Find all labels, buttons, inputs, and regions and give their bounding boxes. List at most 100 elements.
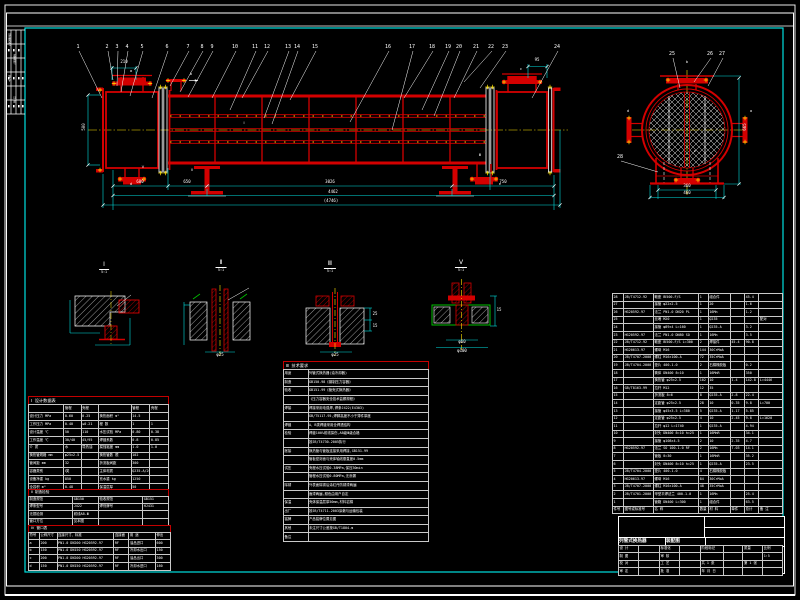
table-cell: 导热油 xyxy=(80,443,99,453)
table-cell: 符号 xyxy=(28,531,40,541)
table-cell xyxy=(729,361,746,370)
table-cell xyxy=(307,532,429,543)
table-cell: 2 xyxy=(698,361,709,370)
table-cell xyxy=(729,323,746,332)
table-cell: 第 1 张 xyxy=(742,559,764,569)
table-cell: JB/T4704-2000 xyxy=(623,361,654,370)
table-cell xyxy=(729,353,746,363)
detail-view-3 xyxy=(305,288,372,356)
table-cell xyxy=(729,368,746,378)
table-cell: GB151-99《管壳式换热器》 xyxy=(307,386,429,396)
design-data-table-title: Ⅰ 设计数据表 xyxy=(28,396,169,405)
table-cell: 焊缝 xyxy=(283,420,309,431)
table-cell: 备 注 xyxy=(758,505,783,515)
table-cell: 1 xyxy=(149,419,169,429)
table-cell: RF xyxy=(113,546,130,556)
table-cell: HG20592-97 xyxy=(623,330,654,340)
table-cell xyxy=(758,460,783,469)
table-cell: 水压试验 MPa xyxy=(97,427,132,437)
table-cell: 5 xyxy=(698,406,709,416)
table-cell xyxy=(623,406,654,416)
table-cell: 90.8 xyxy=(744,338,760,348)
end-view-dimensions xyxy=(649,75,741,199)
table-cell: 用 途 xyxy=(128,531,157,541)
table-cell: 1 xyxy=(130,419,151,429)
table-cell xyxy=(758,346,783,355)
table-cell xyxy=(27,404,65,414)
table-cell: 验收 xyxy=(283,386,309,396)
table-cell: 工 艺 xyxy=(658,559,680,569)
table-cell: 6 xyxy=(611,460,625,469)
table-cell xyxy=(80,467,99,477)
title-block-top xyxy=(619,517,784,538)
table-cell: J422 xyxy=(72,502,99,512)
table-cell xyxy=(729,422,746,431)
table-cell: 16Mn xyxy=(707,308,731,317)
table-cell xyxy=(758,308,783,317)
table-cell: 材 料 xyxy=(707,505,731,515)
table-cell: 1 xyxy=(698,490,709,500)
table-cell: 1 xyxy=(698,330,709,340)
table-cell: 螺母 M16 xyxy=(652,475,700,484)
table-cell: 7.03 xyxy=(729,444,746,454)
table-cell: 600 xyxy=(155,539,171,548)
table-cell xyxy=(758,437,783,446)
table-cell: 壳程 xyxy=(149,404,169,414)
table-cell: Q235-A xyxy=(707,460,731,469)
table-cell: 48 xyxy=(698,482,709,492)
table-cell: 26 xyxy=(611,308,625,317)
table-cell xyxy=(678,544,701,554)
table-cell: 4.94 xyxy=(744,422,760,431)
table-cell xyxy=(283,489,309,500)
table-cell: Q235-A xyxy=(707,422,731,431)
table-cell: 23 xyxy=(611,330,625,340)
end-view xyxy=(626,70,748,196)
table-cell: 共 1 张 xyxy=(699,559,724,569)
table-cell xyxy=(758,482,783,492)
table-cell: 用途 xyxy=(283,369,309,379)
technical-requirements-title: Ⅲ 技术要求 xyxy=(283,361,429,370)
table-cell: 25.4 xyxy=(744,490,760,500)
table-cell: 设计压力 MPa xyxy=(27,412,65,421)
detail-view-2 xyxy=(183,285,251,356)
table-cell: 接管 φ45×3.5 L=380 xyxy=(652,406,700,416)
table-cell: 壳程 xyxy=(80,404,99,414)
table-cell: 单件 xyxy=(729,505,746,515)
table-cell: 102 xyxy=(130,451,151,461)
table-cell: 丝堵 M20 xyxy=(652,315,700,325)
table-cell: 24 xyxy=(611,323,625,332)
table-cell: 数量 xyxy=(698,505,709,515)
table-cell: 石棉橡胶板 xyxy=(707,361,731,370)
table-cell: 制造规范 xyxy=(27,495,74,505)
table-cell: b xyxy=(28,546,40,556)
table-cell: 30/40 xyxy=(63,435,82,445)
table-cell xyxy=(758,429,783,439)
table-cell xyxy=(678,559,701,569)
table-cell xyxy=(758,368,783,378)
detail-view-1 xyxy=(69,291,140,346)
table-cell: 300 xyxy=(130,459,151,469)
table-cell: 32 xyxy=(63,459,82,469)
table-cell: 102 xyxy=(698,376,709,386)
table-cell: 9.8 xyxy=(744,414,760,424)
table-cell: 组合件 xyxy=(707,498,731,507)
table-cell: 45.4 xyxy=(744,293,760,302)
table-cell xyxy=(758,330,783,340)
table-cell xyxy=(744,346,760,355)
table-cell: 设备净重 kg xyxy=(27,475,65,485)
table-cell xyxy=(699,552,724,561)
table-cell: HG20592-97 xyxy=(623,444,654,454)
table-cell: GB/T5117-95,焊脚高度不小于薄件厚度 xyxy=(307,412,429,422)
table-cell: 封头 DN400 δ=10 h=25 xyxy=(652,460,700,469)
table-cell: 法兰 PN1.0 DN80 SO xyxy=(652,330,700,340)
table-cell: 850 xyxy=(63,475,82,485)
revision-zone-table xyxy=(6,29,25,115)
table-cell: 1 xyxy=(698,323,709,332)
table-cell: 1 xyxy=(698,315,709,325)
table-cell xyxy=(80,459,99,469)
table-cell xyxy=(729,300,746,310)
table-cell xyxy=(758,475,783,484)
